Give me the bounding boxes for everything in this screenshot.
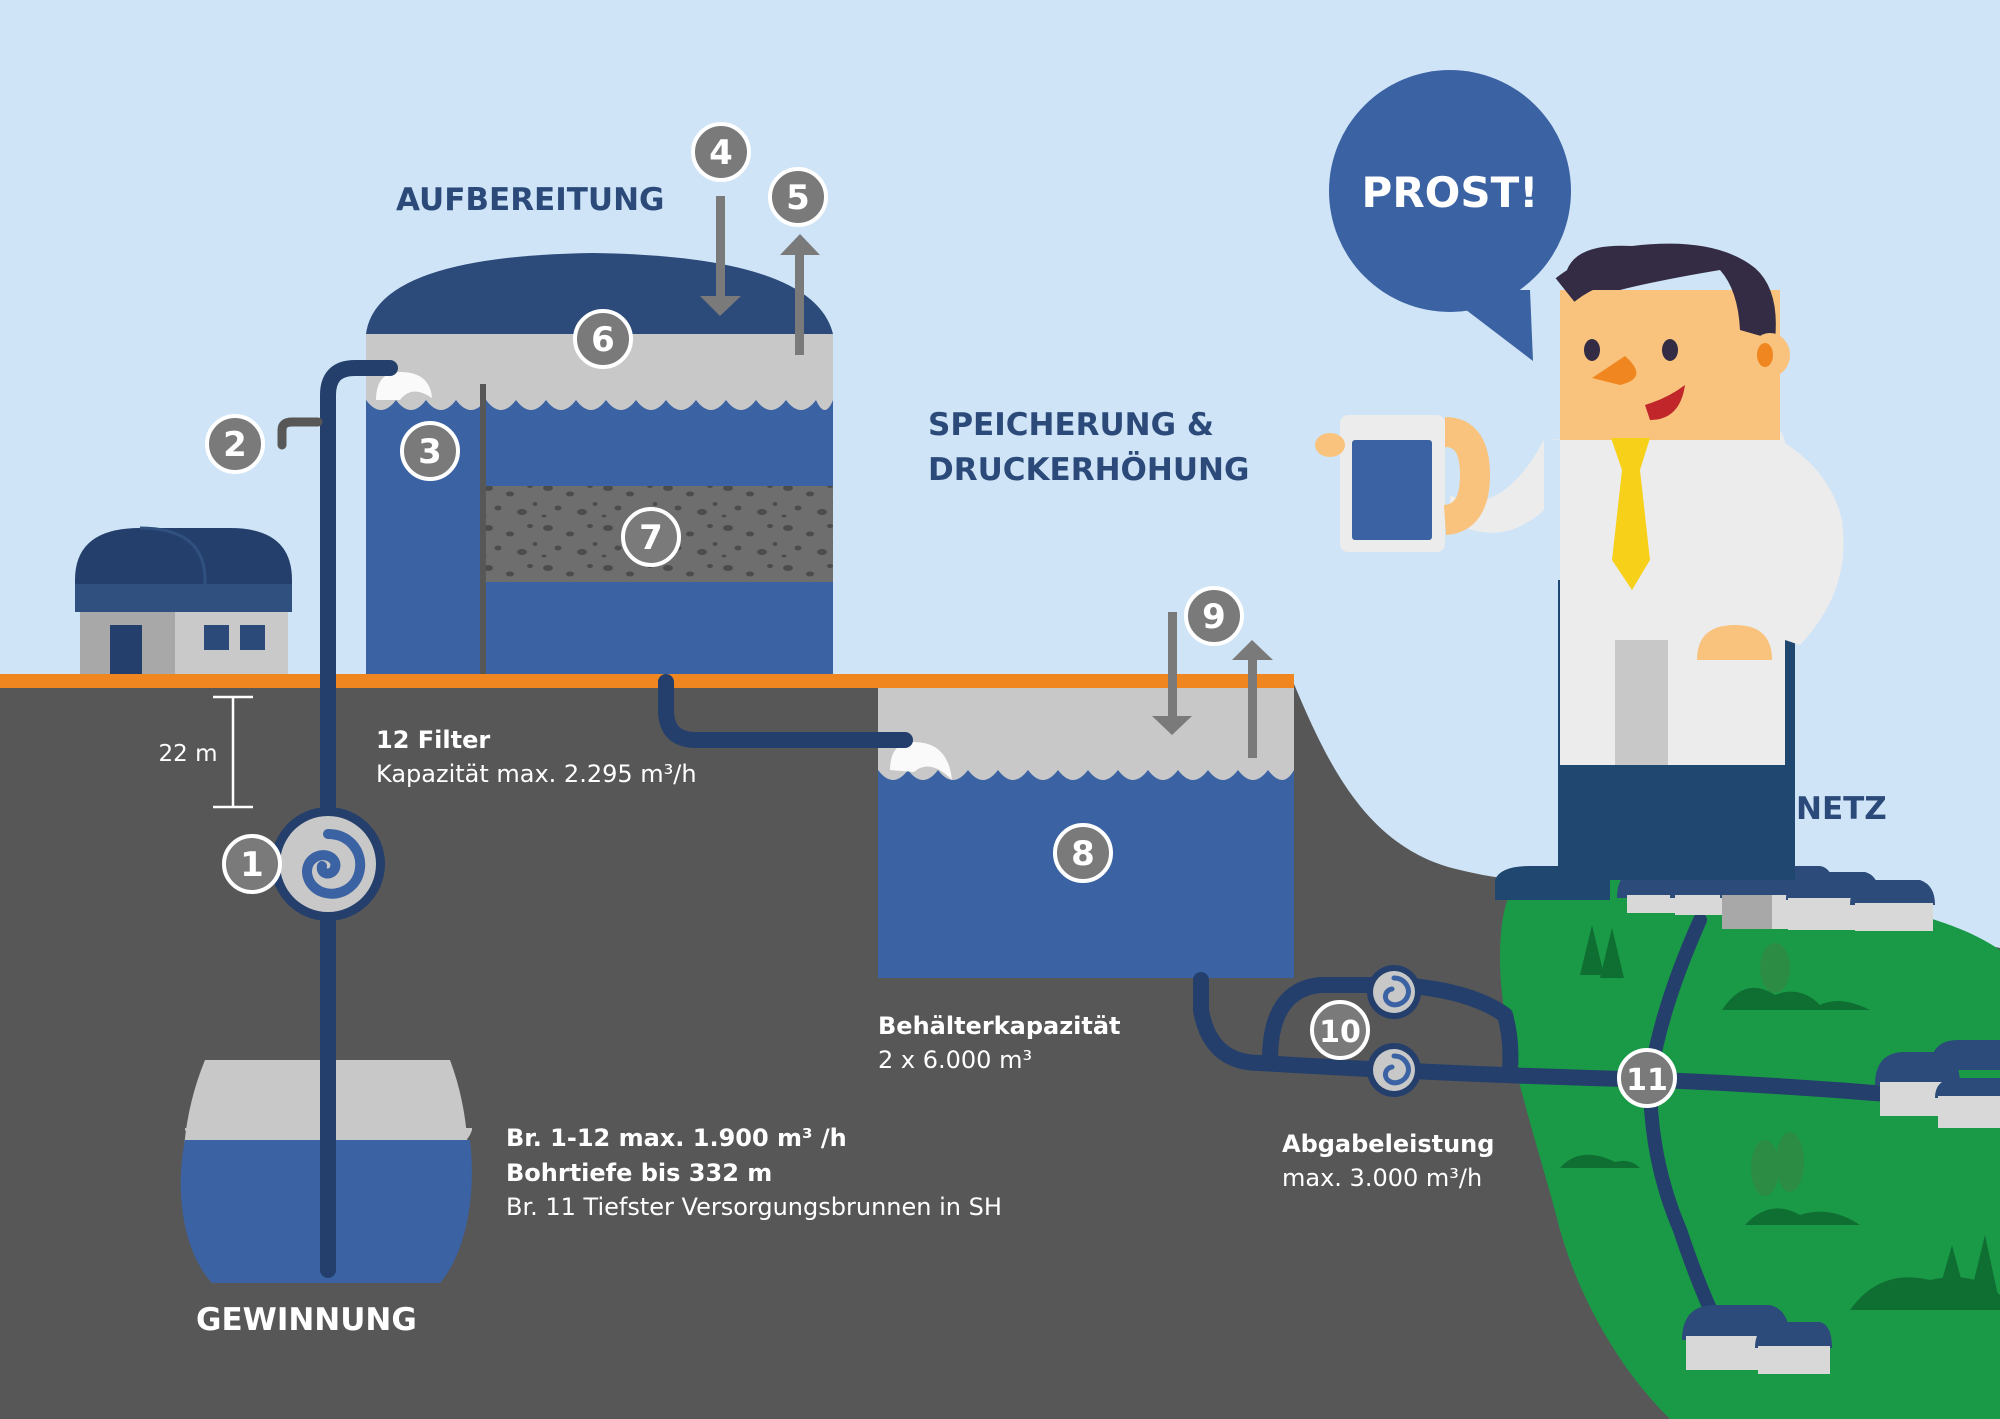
surface-line (0, 674, 1294, 688)
heading-extraction: GEWINNUNG (196, 1302, 417, 1338)
badge-9-label: 9 (1202, 597, 1226, 637)
village (1560, 866, 2000, 1374)
grass-hill (1500, 878, 2000, 1419)
heading-storage-line1: SPEICHERUNG & (928, 407, 1214, 443)
badge-2-label: 2 (223, 425, 247, 465)
depth-label: 22 m (159, 741, 218, 767)
badge-8-label: 8 (1071, 834, 1095, 874)
trees (1560, 925, 2000, 1310)
booster-pump-upper (1367, 965, 1421, 1019)
well-line2: Bohrtiefe bis 332 m (506, 1159, 772, 1187)
badge-3-label: 3 (418, 432, 442, 472)
badge-11: 11 (1617, 1048, 1677, 1108)
pipes (277, 360, 1908, 1337)
speech-bubble (1329, 70, 1571, 361)
house-row-right (1875, 1040, 2000, 1128)
well-line3: Br. 11 Tiefster Versorgungsbrunnen in SH (506, 1193, 1002, 1221)
heading-storage-line2: DRUCKERHÖHUNG (928, 451, 1249, 488)
underground (0, 684, 2000, 1419)
speech-bubble-text: PROST! (1362, 168, 1539, 217)
filter-capacity: Kapazität max. 2.295 m³/h (376, 760, 697, 788)
badge-1-label: 1 (240, 845, 264, 885)
house-row-bottom (1682, 1305, 1832, 1374)
reservoir-value: 2 x 6.000 m³ (878, 1046, 1032, 1074)
badge-11-label: 11 (1626, 1063, 1668, 1098)
pump-house (75, 526, 292, 674)
badge-5: 5 (768, 167, 828, 227)
badge-10: 10 (1310, 1000, 1370, 1060)
scientist-character (1315, 243, 1844, 900)
badge-5-label: 5 (786, 178, 810, 218)
badge-2: 2 (205, 414, 265, 474)
treatment-arrows (700, 196, 820, 355)
output-value: max. 3.000 m³/h (1282, 1164, 1482, 1192)
depth-marker (213, 695, 253, 809)
badge-3: 3 (400, 421, 460, 481)
badge-10-label: 10 (1319, 1015, 1361, 1050)
reservoir-title: Behälterkapazität (878, 1012, 1121, 1040)
badge-1: 1 (222, 834, 282, 894)
badge-9: 9 (1184, 586, 1244, 646)
well-pump (271, 807, 385, 921)
well-line1: Br. 1-12 max. 1.900 m³ /h (506, 1124, 847, 1152)
badge-4: 4 (691, 122, 751, 182)
badge-6-label: 6 (591, 320, 615, 360)
badge-7: 7 (621, 507, 681, 567)
badge-4-label: 4 (709, 133, 733, 173)
badge-6: 6 (573, 309, 633, 369)
booster-pump-lower (1367, 1043, 1421, 1097)
reservoir-tank (878, 612, 1294, 978)
filter-title: 12 Filter (376, 726, 490, 754)
badge-8: 8 (1053, 823, 1113, 883)
output-title: Abgabeleistung (1282, 1130, 1494, 1158)
badge-7-label: 7 (639, 518, 663, 558)
heading-network: NETZ (1796, 791, 1887, 827)
heading-treatment: AUFBEREITUNG (396, 182, 664, 218)
